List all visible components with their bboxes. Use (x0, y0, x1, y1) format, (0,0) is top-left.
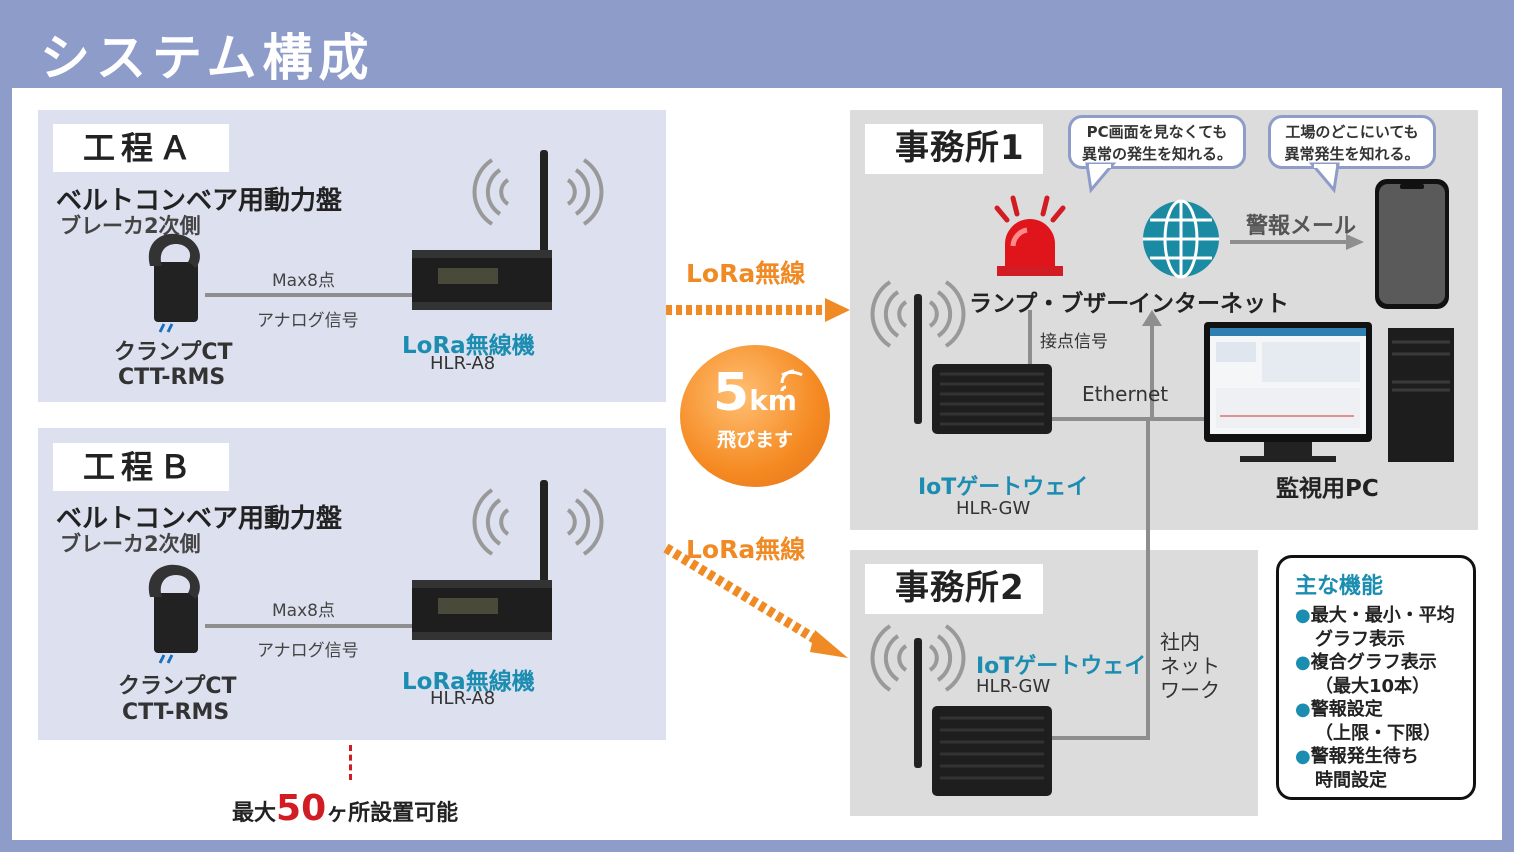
internet-label: インターネット (1128, 291, 1289, 317)
gateway-icon (870, 280, 1052, 434)
smartphone-icon (1375, 179, 1449, 309)
internet-globe-icon (1143, 199, 1219, 279)
alarm-lamp-icon (994, 195, 1066, 276)
office1-label: 事務所1 (865, 124, 1043, 174)
process-a-panel-sub: ブレーカ2次側 (60, 214, 201, 238)
process-a-ct-name: クランプCT (114, 340, 233, 365)
process-b-label: 工程Ｂ (53, 443, 229, 491)
contact-signal-label: 接点信号 (1040, 332, 1108, 352)
gateway-icon (870, 624, 1052, 796)
feature-item-sub: （上限・下限） (1315, 722, 1441, 744)
range-badge: 5km 飛びます (680, 345, 830, 487)
internal-network-line-vertical (1146, 418, 1150, 740)
mail-arrow (1230, 234, 1364, 250)
process-b-device-model: HLR-A8 (430, 688, 496, 709)
page-title: システム構成 (40, 29, 375, 87)
lora-device-icon (412, 480, 604, 640)
analog-signal-line-b (205, 624, 415, 628)
max-sites-number: 50 (276, 788, 327, 829)
features-title: 主な機能 (1295, 574, 1384, 599)
process-b-ct-name: クランプCT (118, 674, 237, 699)
bubble-phone-notice: 工場のどこにいても異常発生を知れる。 (1268, 115, 1436, 169)
process-a-device-model: HLR-A8 (430, 353, 496, 374)
process-b-panel-title: ベルトコンベア用動力盤 (56, 504, 343, 534)
clamp-ct-icon (148, 233, 200, 333)
lamp-buzzer-label: ランプ・ブザー (969, 291, 1130, 317)
range-number: 5 (713, 363, 750, 423)
feature-item: ●複合グラフ表示 (1295, 652, 1437, 673)
clamp-ct-icon (148, 564, 200, 664)
range-text: 飛びます (716, 429, 793, 451)
lora-wireless-label-top: LoRa無線 (686, 259, 806, 288)
internal-network-line-horizontal (1052, 736, 1150, 740)
feature-item-sub: 時間設定 (1315, 769, 1387, 791)
max-sites-text: 最大50ヶ所設置可能 (232, 788, 459, 829)
process-b-panel-sub: ブレーカ2次側 (60, 532, 201, 556)
process-b-points: Max8点 (272, 601, 335, 621)
feature-item: ●警報設定 (1295, 699, 1383, 720)
office1-gateway-name: IoTゲートウェイ (918, 475, 1089, 500)
process-b-signal: アナログ信号 (257, 641, 359, 661)
contact-signal-line (1028, 310, 1032, 364)
analog-signal-line-a (205, 293, 415, 297)
process-a-signal: アナログ信号 (257, 311, 359, 331)
max-sites-dashed-line (349, 745, 352, 780)
office1-panel (850, 110, 1478, 530)
monitor-pc-label: 監視用PC (1276, 476, 1379, 502)
office2-gateway-model: HLR-GW (976, 676, 1051, 697)
lora-wireless-label-bottom: LoRa無線 (686, 535, 806, 564)
process-a-panel-title: ベルトコンベア用動力盤 (56, 186, 343, 216)
feature-item-sub: （最大10本） (1315, 675, 1431, 697)
process-a-label: 工程Ａ (53, 124, 229, 172)
process-b-ct-model: CTT-RMS (122, 700, 230, 725)
features-box: 主な機能 ●最大・最小・平均 グラフ表示 ●複合グラフ表示 （最大10本） ●警… (1276, 555, 1476, 800)
lora-device-icon (412, 150, 604, 310)
alarm-mail-label: 警報メール (1246, 214, 1357, 239)
monitor-pc-icon (1204, 322, 1454, 462)
feature-item: ●警報発生待ち (1295, 746, 1419, 767)
bubble-pc-tail (1085, 162, 1117, 194)
process-a-points: Max8点 (272, 271, 335, 291)
ethernet-line (1052, 417, 1208, 421)
ethernet-label: Ethernet (1082, 382, 1169, 406)
internal-network-label: 社内 ネット ワーク (1160, 630, 1220, 702)
wireless-arrows (663, 298, 850, 658)
office2-gateway-name: IoTゲートウェイ (976, 654, 1147, 679)
bubble-pc-notice: PC画面を見なくても異常の発生を知れる。 (1068, 115, 1246, 169)
process-a-ct-model: CTT-RMS (118, 365, 226, 390)
signal-icon (780, 369, 803, 392)
range-unit: km (749, 384, 797, 417)
feature-item: ●最大・最小・平均 (1295, 605, 1455, 626)
office2-label: 事務所2 (865, 564, 1043, 614)
process-b-device-name: LoRa無線機 (402, 669, 535, 695)
feature-item-sub: グラフ表示 (1315, 628, 1405, 650)
internet-uplink-arrow (1142, 310, 1162, 420)
office1-gateway-model: HLR-GW (956, 498, 1031, 519)
process-a-device-name: LoRa無線機 (402, 333, 535, 359)
bubble-phone-tail (1308, 162, 1340, 194)
